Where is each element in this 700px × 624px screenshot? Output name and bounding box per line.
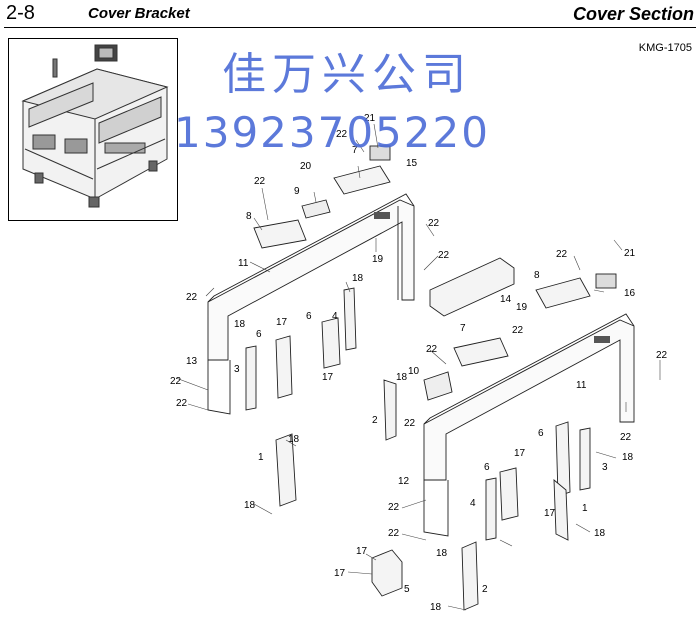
page-title: Cover Bracket <box>88 5 190 22</box>
callout-3: 3 <box>602 462 608 473</box>
machine-overview-thumbnail <box>8 38 178 221</box>
callout-21: 21 <box>364 113 376 124</box>
callout-17: 17 <box>514 448 526 459</box>
callout-6: 6 <box>256 329 262 340</box>
callout-17: 17 <box>356 546 368 557</box>
frame-lower-part-11 <box>423 313 635 537</box>
callout-21: 21 <box>624 248 636 259</box>
callout-22: 22 <box>186 292 198 303</box>
bracket-part-6-lower <box>555 421 571 497</box>
callout-7: 7 <box>460 323 466 334</box>
bracket-part-3-upper <box>245 345 257 411</box>
cover-part-17-lower <box>499 467 519 521</box>
plate-part-8-lower <box>535 277 591 309</box>
callout-18: 18 <box>288 434 300 445</box>
machine-overview-drawing <box>21 44 169 208</box>
callout-6: 6 <box>538 428 544 439</box>
bracket-part-9 <box>301 199 331 219</box>
callout-18: 18 <box>396 372 408 383</box>
callout-18: 18 <box>622 452 634 463</box>
callout-19: 19 <box>372 254 384 265</box>
callout-18: 18 <box>436 548 448 559</box>
bracket-part-6-upper <box>321 317 341 369</box>
callout-6: 6 <box>484 462 490 473</box>
callout-18: 18 <box>234 319 246 330</box>
callout-2: 2 <box>372 415 378 426</box>
callout-18: 18 <box>244 500 256 511</box>
callout-16: 16 <box>624 288 636 299</box>
bracket-part-3-lower <box>579 427 591 491</box>
callout-22: 22 <box>176 398 188 409</box>
callout-5: 5 <box>404 584 410 595</box>
watermark-phone: 13923705220 <box>174 108 490 157</box>
callout-22: 22 <box>336 129 348 140</box>
bracket-part-1-upper <box>275 433 297 507</box>
plate-part-7-lower <box>453 337 509 367</box>
plate-part-8-upper <box>253 219 307 249</box>
callout-8: 8 <box>534 270 540 281</box>
callout-11: 11 <box>576 380 587 391</box>
callout-17: 17 <box>322 372 334 383</box>
callout-12: 12 <box>398 476 410 487</box>
watermark-company: 佳万兴公司 <box>222 49 472 100</box>
callout-22: 22 <box>556 249 568 260</box>
bracket-part-4-upper <box>343 287 357 351</box>
callout-8: 8 <box>246 211 252 222</box>
callout-10: 10 <box>408 366 420 377</box>
callout-6: 6 <box>306 311 312 322</box>
bracket-part-2-upper <box>383 379 397 441</box>
bracket-part-10 <box>423 371 453 401</box>
callout-11: 11 <box>238 258 249 269</box>
callout-18: 18 <box>430 602 442 613</box>
callout-1: 1 <box>258 452 264 463</box>
fan-part-15 <box>369 145 391 161</box>
fan-part-16 <box>595 273 617 289</box>
callout-1: 1 <box>582 503 588 514</box>
callout-19: 19 <box>516 302 528 313</box>
callout-22: 22 <box>254 176 266 187</box>
bracket-part-4-lower <box>485 477 497 541</box>
cover-part-14 <box>429 257 515 317</box>
model-code: KMG-1705 <box>638 42 692 54</box>
callout-17: 17 <box>276 317 288 328</box>
cover-part-17-upper <box>275 335 293 399</box>
callout-4: 4 <box>470 498 476 509</box>
callout-22: 22 <box>620 432 632 443</box>
callout-22: 22 <box>428 218 440 229</box>
callout-22: 22 <box>170 376 182 387</box>
callout-17: 17 <box>334 568 346 579</box>
callout-20: 20 <box>300 161 312 172</box>
callout-22: 22 <box>404 418 416 429</box>
callout-22: 22 <box>388 528 400 539</box>
callout-7: 7 <box>352 145 358 156</box>
section-title: Cover Section <box>572 4 694 24</box>
callout-22: 22 <box>426 344 438 355</box>
cover-part-5 <box>371 549 403 597</box>
header-divider <box>4 27 696 28</box>
plate-part-7-upper <box>333 165 391 195</box>
callout-15: 15 <box>406 158 418 169</box>
frame-upper-part-11 <box>207 193 415 415</box>
callout-22: 22 <box>656 350 668 361</box>
callout-22: 22 <box>512 325 524 336</box>
callout-3: 3 <box>234 364 240 375</box>
page-number: 2-8 <box>6 2 35 24</box>
callout-22: 22 <box>388 502 400 513</box>
callout-14: 14 <box>500 294 512 305</box>
callout-18: 18 <box>594 528 606 539</box>
callout-9: 9 <box>294 186 300 197</box>
callout-4: 4 <box>332 311 338 322</box>
bracket-part-2-lower <box>461 541 479 611</box>
callout-13: 13 <box>186 356 198 367</box>
callout-18: 18 <box>352 273 364 284</box>
callout-2: 2 <box>482 584 488 595</box>
callout-22: 22 <box>438 250 450 261</box>
bracket-part-1-lower <box>553 479 569 541</box>
callout-17: 17 <box>544 508 556 519</box>
